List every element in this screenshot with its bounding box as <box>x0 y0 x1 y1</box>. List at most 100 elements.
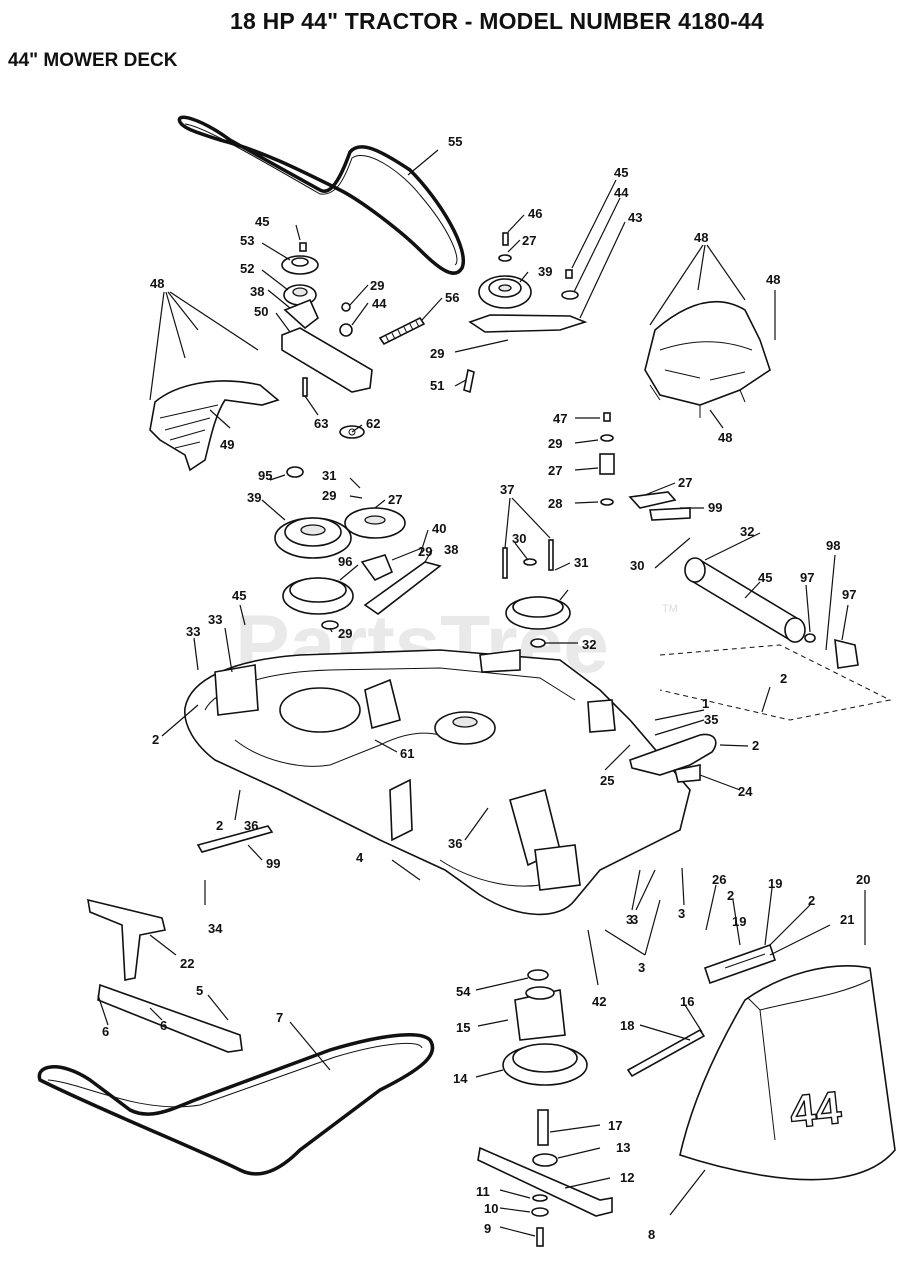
link-7[interactable] <box>97 983 243 1053</box>
callout-48: 48 <box>766 272 780 287</box>
callout-56: 56 <box>445 290 459 305</box>
callout-48: 48 <box>150 276 164 291</box>
callout-49: 49 <box>220 437 234 452</box>
callout-38: 38 <box>250 284 264 299</box>
callout-29: 29 <box>548 436 562 451</box>
callout-45: 45 <box>232 588 246 603</box>
callout-6: 6 <box>160 1018 167 1033</box>
callout-43: 43 <box>628 210 642 225</box>
callout-8: 8 <box>648 1227 655 1242</box>
callout-19: 19 <box>732 914 746 929</box>
idler-bracket-assembly[interactable] <box>281 242 373 439</box>
spindle-assembly[interactable] <box>502 969 588 1167</box>
belt-cover-left-49[interactable] <box>149 380 280 472</box>
callout-15: 15 <box>456 1020 470 1035</box>
callout-21: 21 <box>840 912 854 927</box>
callout-11: 11 <box>476 1184 490 1199</box>
callout-31: 31 <box>322 468 336 483</box>
callout-2: 2 <box>780 671 787 686</box>
chute-decal: 44 <box>787 1081 844 1138</box>
discharge-chute-23[interactable]: 44 <box>679 965 896 1181</box>
callout-7: 7 <box>276 1010 283 1025</box>
callout-25: 25 <box>600 773 614 788</box>
hinge-20[interactable] <box>703 943 777 985</box>
belt-cover-right-47[interactable] <box>644 301 771 406</box>
pulley-group-left[interactable] <box>274 466 406 630</box>
callout-30: 30 <box>630 558 644 573</box>
callout-61: 61 <box>400 746 414 761</box>
mower-deck-1[interactable] <box>184 649 691 916</box>
callout-26: 26 <box>712 872 726 887</box>
callout-4: 4 <box>356 850 364 865</box>
callout-29: 29 <box>322 488 336 503</box>
bracket-38[interactable] <box>360 554 394 582</box>
callout-46: 46 <box>528 206 542 221</box>
rod-17[interactable] <box>626 1028 706 1078</box>
callout-51: 51 <box>430 378 444 393</box>
callout-3: 3 <box>626 912 633 927</box>
callout-2: 2 <box>216 818 223 833</box>
callout-24: 24 <box>738 784 753 799</box>
callout-18: 18 <box>620 1018 634 1033</box>
callout-12: 12 <box>620 1170 634 1185</box>
watermark-tm: TM <box>662 603 678 615</box>
blade-11[interactable] <box>477 1146 613 1217</box>
callout-98: 98 <box>826 538 840 553</box>
callout-47: 47 <box>553 411 567 426</box>
belt-55[interactable] <box>177 115 466 275</box>
callout-2: 2 <box>752 738 759 753</box>
callout-29: 29 <box>430 346 444 361</box>
callout-97: 97 <box>800 570 814 585</box>
rod-4[interactable] <box>196 825 274 853</box>
callout-33: 33 <box>208 612 222 627</box>
hanger-bracket-5[interactable] <box>87 898 166 981</box>
callout-99: 99 <box>708 500 722 515</box>
callout-45: 45 <box>758 570 772 585</box>
callout-48: 48 <box>694 230 708 245</box>
belt-54[interactable] <box>37 1033 435 1176</box>
callout-27: 27 <box>522 233 536 248</box>
spring-56[interactable] <box>378 316 426 346</box>
callout-2: 2 <box>152 732 159 747</box>
callout-32: 32 <box>582 637 596 652</box>
callout-17: 17 <box>608 1118 622 1133</box>
callout-45: 45 <box>255 214 269 229</box>
callout-63: 63 <box>314 416 328 431</box>
idler-arm-assembly[interactable] <box>468 232 588 333</box>
spacer-stack[interactable] <box>599 412 615 506</box>
callout-10: 10 <box>484 1201 498 1216</box>
callout-27: 27 <box>388 492 402 507</box>
callout-50: 50 <box>254 304 268 319</box>
spring-51[interactable] <box>463 368 475 394</box>
callout-31: 31 <box>574 555 588 570</box>
anti-scalp-roller[interactable] <box>628 491 859 669</box>
callout-30: 30 <box>512 531 526 546</box>
section-title: 44" MOWER DECK <box>8 50 178 71</box>
callout-37: 37 <box>500 482 514 497</box>
callout-9: 9 <box>484 1221 491 1236</box>
bolt-8[interactable] <box>536 1227 544 1247</box>
callout-5: 5 <box>196 983 203 998</box>
callout-99: 99 <box>266 856 280 871</box>
callout-22: 22 <box>180 956 194 971</box>
callout-44: 44 <box>372 296 387 311</box>
callout-95: 95 <box>258 468 272 483</box>
callout-38: 38 <box>444 542 458 557</box>
callout-13: 13 <box>616 1140 630 1155</box>
callout-14: 14 <box>453 1071 468 1086</box>
callout-2: 2 <box>727 888 734 903</box>
callout-62: 62 <box>366 416 380 431</box>
callout-55: 55 <box>448 134 462 149</box>
callout-19: 19 <box>768 876 782 891</box>
callout-48: 48 <box>718 430 732 445</box>
arm-37[interactable] <box>363 561 442 615</box>
callout-3: 3 <box>638 960 645 975</box>
callout-3: 3 <box>678 906 685 921</box>
callout-96: 96 <box>338 554 352 569</box>
callout-45: 45 <box>614 165 628 180</box>
callout-33: 33 <box>186 624 200 639</box>
callout-32: 32 <box>740 524 754 539</box>
callout-39: 39 <box>247 490 261 505</box>
callout-52: 52 <box>240 261 254 276</box>
